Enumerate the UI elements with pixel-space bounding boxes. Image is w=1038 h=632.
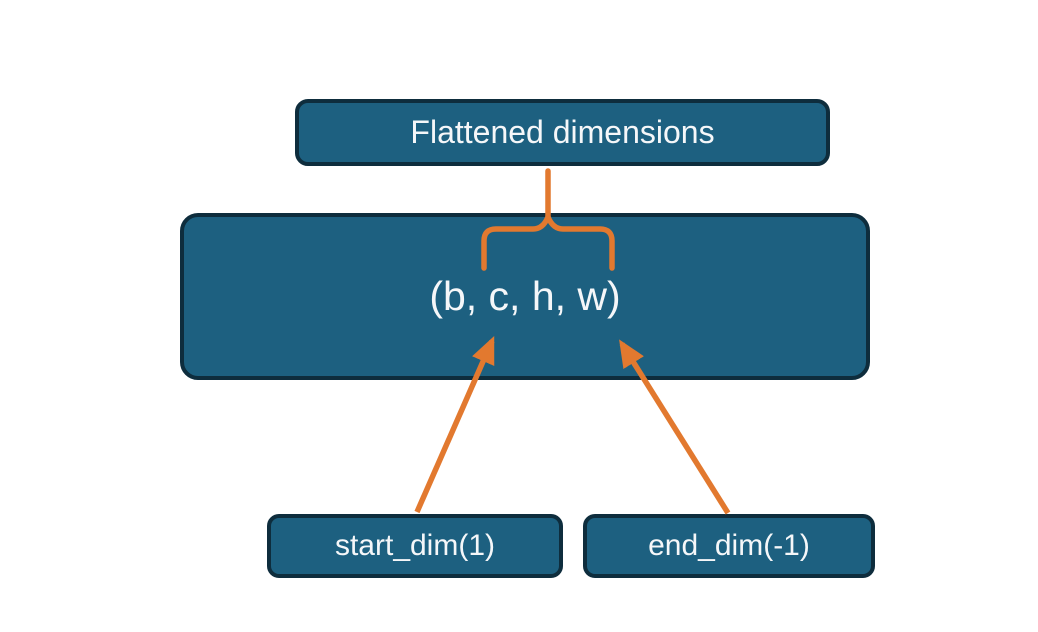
end-dim-box: end_dim(-1) [583, 514, 875, 578]
tensor-shape-label: (b, c, h, w) [429, 273, 621, 319]
tensor-shape-box: (b, c, h, w) [180, 213, 870, 380]
flattened-dimensions-box: Flattened dimensions [295, 99, 830, 166]
end-dim-label: end_dim(-1) [648, 529, 810, 562]
flattened-dimensions-label: Flattened dimensions [410, 114, 715, 150]
start-dim-box: start_dim(1) [267, 514, 563, 578]
start-dim-label: start_dim(1) [334, 529, 496, 562]
